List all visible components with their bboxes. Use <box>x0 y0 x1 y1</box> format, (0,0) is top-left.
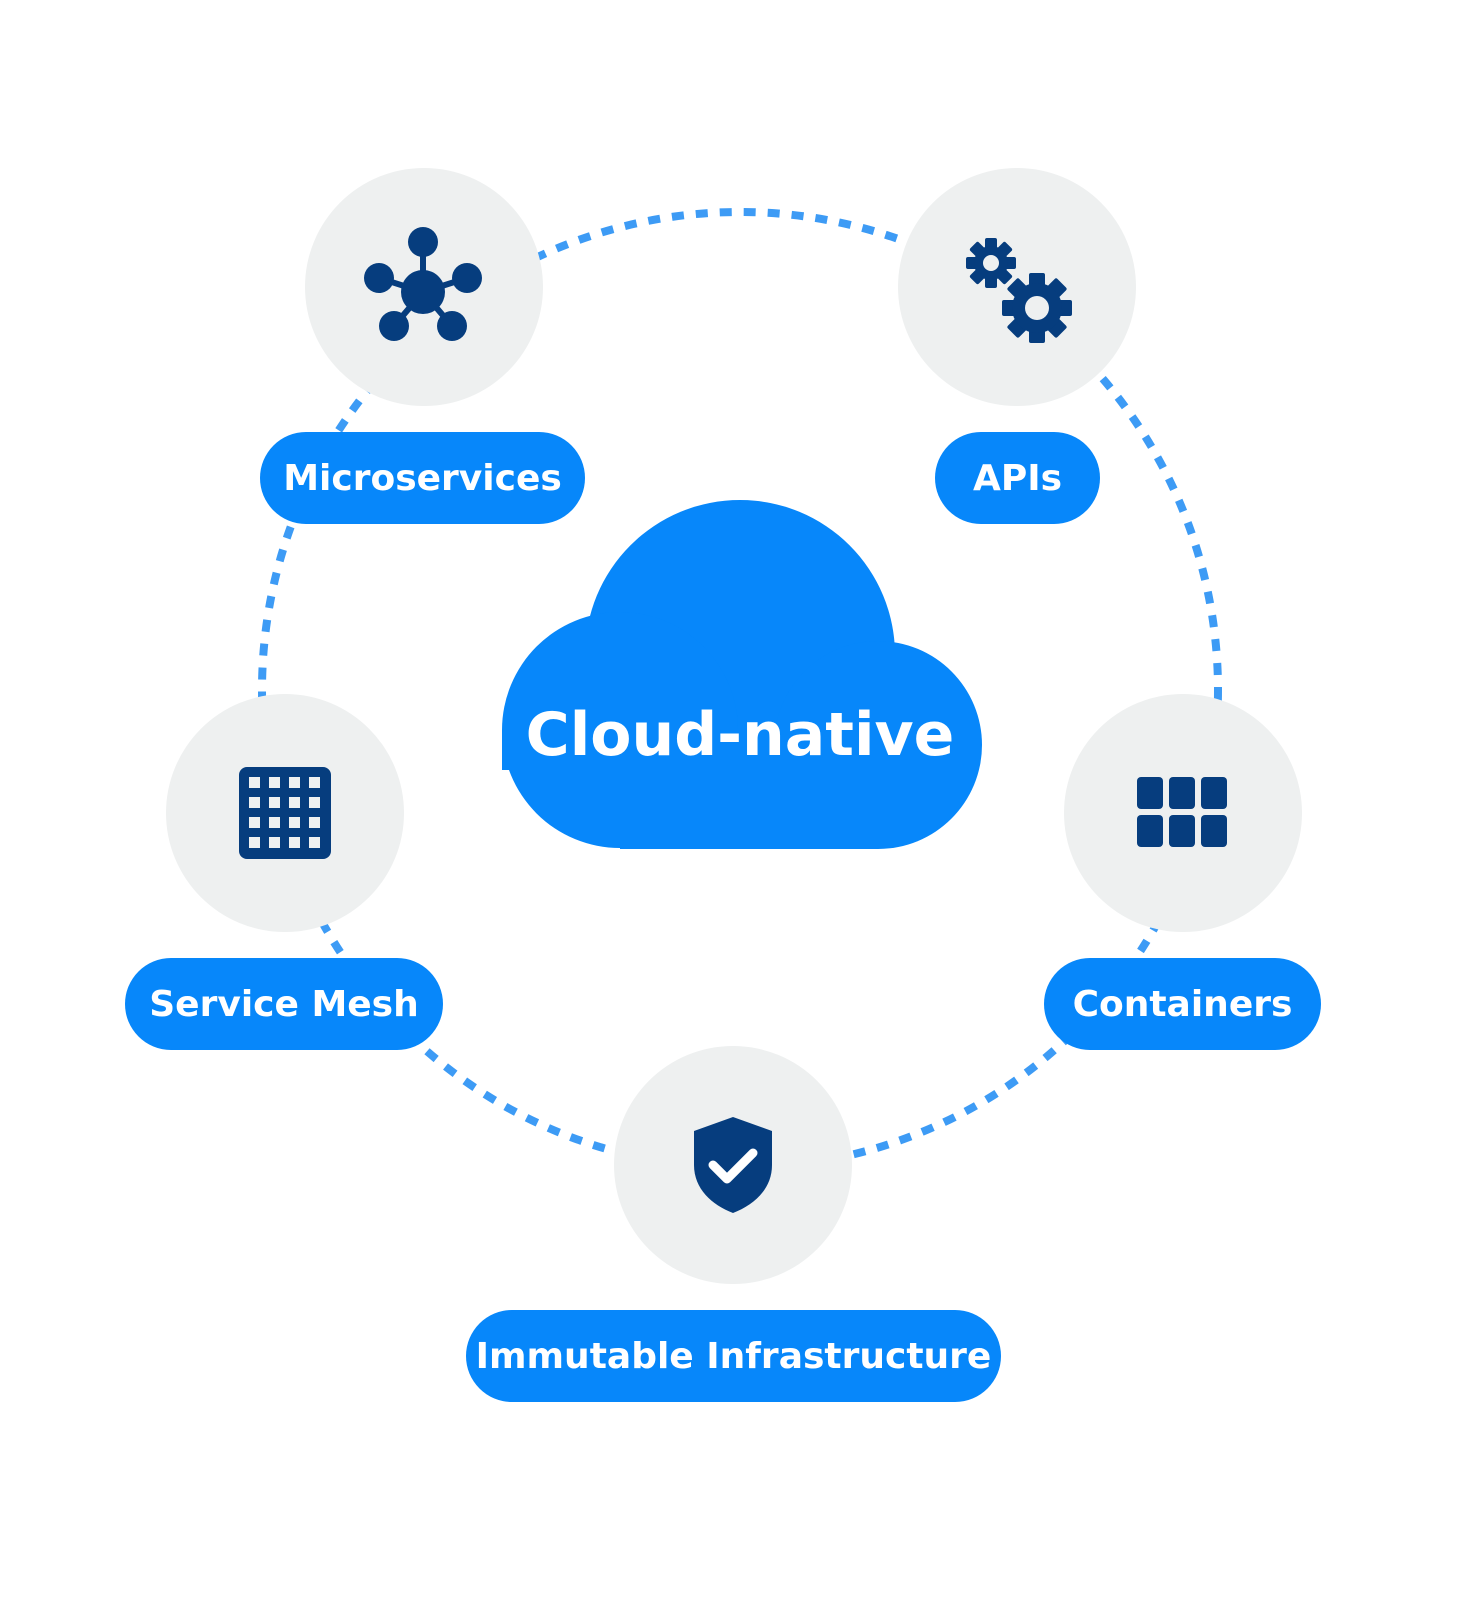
gears-icon <box>966 238 1072 343</box>
label-service-mesh[interactable]: Service Mesh <box>125 958 443 1050</box>
label-microservices[interactable]: Microservices <box>260 432 585 524</box>
label-apis[interactable]: APIs <box>935 432 1100 524</box>
node-apis[interactable] <box>898 168 1136 406</box>
label-service-mesh-text: Service Mesh <box>149 983 419 1025</box>
center-title: Cloud-native <box>525 700 955 770</box>
grid-mesh-icon <box>239 767 331 859</box>
label-microservices-text: Microservices <box>283 457 562 499</box>
shield-check-icon <box>694 1117 772 1213</box>
label-containers[interactable]: Containers <box>1044 958 1321 1050</box>
label-containers-text: Containers <box>1072 983 1293 1025</box>
node-immutable-infrastructure[interactable] <box>614 1046 852 1284</box>
node-microservices[interactable] <box>305 168 543 406</box>
cloud-icon <box>502 500 982 849</box>
label-immutable-infrastructure[interactable]: Immutable Infrastructure <box>466 1310 1001 1402</box>
node-containers[interactable] <box>1064 694 1302 932</box>
node-service-mesh[interactable] <box>166 694 404 932</box>
network-hub-icon <box>364 227 482 341</box>
container-blocks-icon <box>1137 777 1227 847</box>
label-apis-text: APIs <box>972 457 1063 499</box>
central-cloud: Cloud-native <box>500 495 990 855</box>
label-immutable-infrastructure-text: Immutable Infrastructure <box>475 1335 992 1377</box>
